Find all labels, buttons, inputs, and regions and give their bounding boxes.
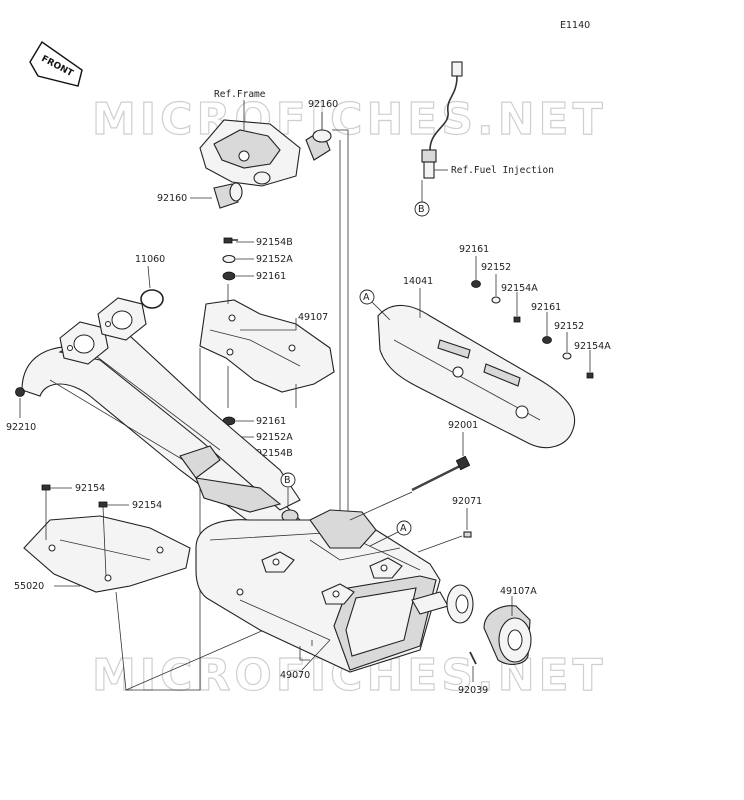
diagram-code: E1140	[560, 20, 590, 31]
bolt-92154-a	[41, 484, 51, 540]
callout-b-circle	[414, 201, 430, 217]
damper-92160-top	[305, 129, 332, 161]
flange-left	[59, 321, 109, 365]
part-92161-r2: 92161	[531, 302, 561, 313]
part-92152-r1: 92152	[481, 262, 511, 273]
watermark-top: MICROFICHES.NET	[92, 94, 607, 145]
clip-92071	[463, 531, 472, 538]
part-92154a-r2: 92154A	[574, 341, 611, 352]
callout-a-cover: A	[363, 292, 370, 303]
part-92071: 92071	[452, 496, 482, 507]
washer-92152-r1	[491, 296, 501, 304]
part-92039: 92039	[458, 685, 488, 696]
damper-92160-left	[213, 182, 243, 209]
gasket-11060	[140, 289, 164, 309]
part-92154-b: 92154	[132, 500, 162, 511]
part-55020: 55020	[14, 581, 44, 592]
callout-b-pipe-circle	[280, 472, 296, 488]
flange-right	[97, 297, 147, 341]
part-92154-a: 92154	[75, 483, 105, 494]
bolt-92154-b	[98, 501, 108, 577]
part-92154a-r1: 92154A	[501, 283, 538, 294]
ref-frame-label: Ref.Frame	[214, 89, 266, 100]
heat-cover-14041	[377, 304, 576, 449]
part-92161-mid: 92161	[256, 416, 286, 427]
bolt-92001	[411, 455, 471, 492]
callout-a-muffler-circle	[396, 520, 412, 536]
part-92210: 92210	[6, 422, 36, 433]
washer-92152-r2	[562, 352, 572, 360]
part-92152a-mid: 92152A	[256, 432, 293, 443]
part-14041: 14041	[403, 276, 433, 287]
part-92154b-mid: 92154B	[256, 448, 293, 459]
silencer-insert	[411, 584, 474, 624]
end-guard-49107a	[483, 605, 532, 665]
grommet-92161-top	[222, 271, 236, 281]
callout-a-cover-circle	[359, 289, 375, 305]
part-92152a-top: 92152A	[256, 254, 293, 265]
part-49107: 49107	[298, 312, 328, 323]
callout-b-pipe: B	[284, 475, 291, 486]
part-92154b-top: 92154B	[256, 237, 293, 248]
callout-a-muffler: A	[400, 523, 407, 534]
muffler-49070	[195, 509, 441, 673]
front-arrow-icon: FRONT	[29, 40, 83, 87]
ref-fuel-injection-label: Ref.Fuel Injection	[451, 165, 554, 176]
part-11060: 11060	[135, 254, 165, 265]
part-92160-top: 92160	[308, 99, 338, 110]
grommet-92161-r1	[471, 280, 481, 288]
part-92161-top: 92161	[256, 271, 286, 282]
bolt-92154b-top	[223, 237, 238, 244]
part-92161-r1: 92161	[459, 244, 489, 255]
washer-92152a-top	[222, 254, 236, 264]
oxygen-sensor	[421, 61, 463, 179]
bolt-92154a-r2	[586, 372, 594, 379]
part-92001: 92001	[448, 420, 478, 431]
part-49107a: 49107A	[500, 586, 537, 597]
nut-92210	[15, 387, 25, 397]
heat-guard-49107	[199, 299, 335, 393]
part-49070: 49070	[280, 670, 310, 681]
grommet-92161-r2	[542, 336, 552, 344]
callout-b-sensor: B	[418, 204, 425, 215]
part-92152-r2: 92152	[554, 321, 584, 332]
frame-bracket	[199, 119, 301, 187]
bolt-92154a-r1	[513, 316, 521, 323]
part-92160-left: 92160	[157, 193, 187, 204]
screw-92039	[469, 651, 477, 665]
lower-cover-55020	[23, 515, 191, 593]
